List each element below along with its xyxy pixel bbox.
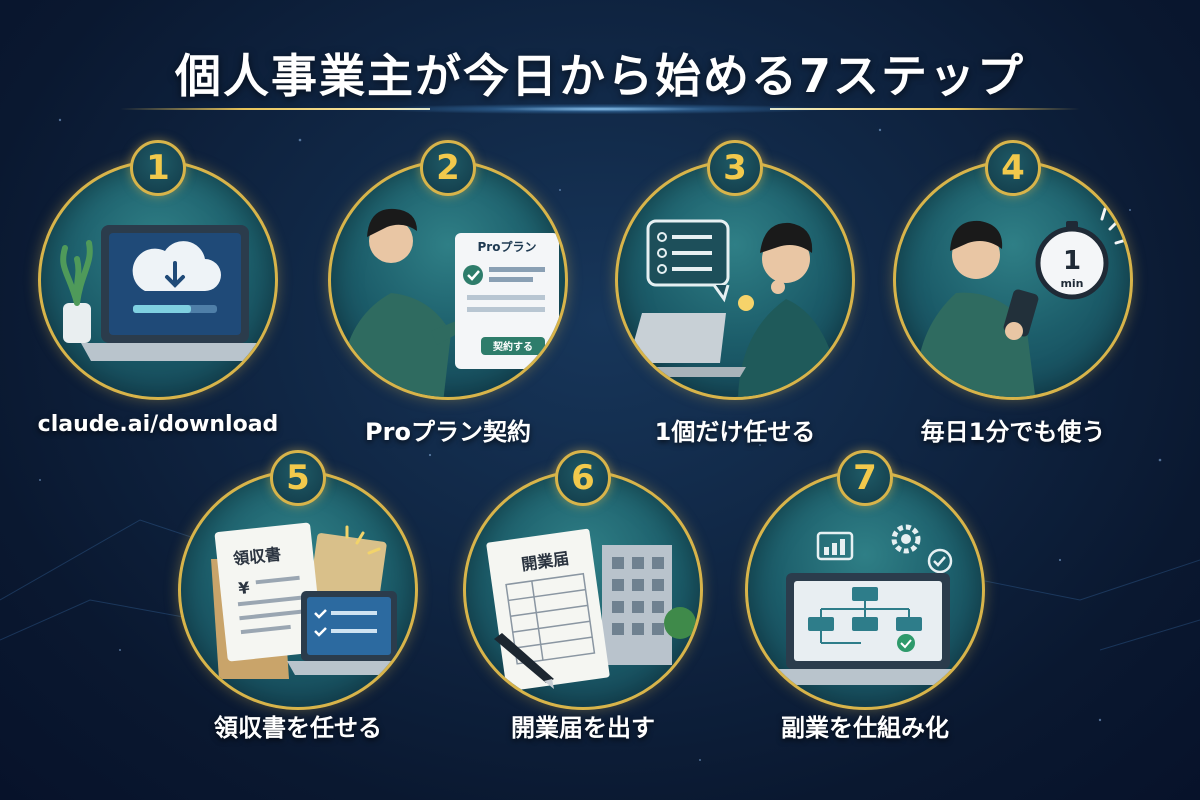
step-5-label: 領収書を任せる	[214, 714, 382, 742]
person-plan-card-icon: Proプラン 契約する	[340, 208, 559, 397]
step-4-number: 4	[985, 140, 1041, 196]
step-7-number: 7	[837, 450, 893, 506]
step-2-label: Proプラン契約	[365, 418, 531, 446]
step-5-number: 5	[270, 450, 326, 506]
person-thinking-checklist-icon	[622, 219, 842, 397]
step-3-illustration	[615, 160, 855, 400]
step-6-illustration: 開業届	[463, 470, 703, 710]
step-6: 開業届 6 開業届を出す	[463, 450, 703, 780]
title-glow	[380, 104, 820, 114]
person-phone-timer-icon: 1 min	[915, 207, 1128, 397]
page-title: 個人事業主が今日から始める7ステップ	[174, 49, 1025, 103]
step-6-number: 6	[555, 450, 611, 506]
check-icon	[927, 548, 953, 574]
laptop-cloud-download-icon	[60, 225, 275, 361]
yen-symbol: ¥	[237, 578, 250, 598]
step-3-label: 1個だけ任せる	[654, 418, 816, 446]
step-6-label: 開業届を出す	[511, 714, 655, 742]
gear-icon	[891, 524, 921, 554]
timer-value: 1	[1063, 246, 1081, 276]
step-2: Proプラン 契約する 2 Proプラン契約	[328, 140, 568, 470]
step-4: 1 min 4 毎日1分でも使う	[893, 140, 1133, 470]
bar-chart-icon	[816, 531, 854, 561]
step-7-label: 副業を仕組み化	[781, 714, 949, 742]
step-2-number: 2	[420, 140, 476, 196]
step-7: 7 副業を仕組み化	[745, 450, 985, 780]
step-5: 領収書 ¥ 5 領収書を任せる	[178, 450, 418, 780]
business-form-building-icon: 開業届	[486, 528, 696, 692]
step-5-illustration: 領収書 ¥	[178, 470, 418, 710]
step-1-illustration	[38, 160, 278, 400]
step-4-label: 毎日1分でも使う	[920, 418, 1106, 446]
step-7-illustration	[745, 470, 985, 710]
step-2-illustration: Proプラン 契約する	[328, 160, 568, 400]
step-3-number: 3	[707, 140, 763, 196]
step-1: 1 claude.ai/download	[38, 140, 278, 470]
plan-contract-button-label: 契約する	[493, 340, 533, 353]
step-3: 3 1個だけ任せる	[615, 140, 855, 470]
receipt-laptop-icon: 領収書 ¥	[211, 522, 411, 679]
step-1-label: claude.ai/download	[37, 412, 279, 437]
laptop-workflow-gear-icon	[772, 524, 964, 685]
step-4-illustration: 1 min	[893, 160, 1133, 400]
receipt-title: 領収書	[232, 545, 282, 569]
title-underline-left	[120, 108, 430, 110]
plan-card-title: Proプラン	[478, 239, 537, 254]
timer-unit: min	[1060, 277, 1083, 290]
step-1-number: 1	[130, 140, 186, 196]
